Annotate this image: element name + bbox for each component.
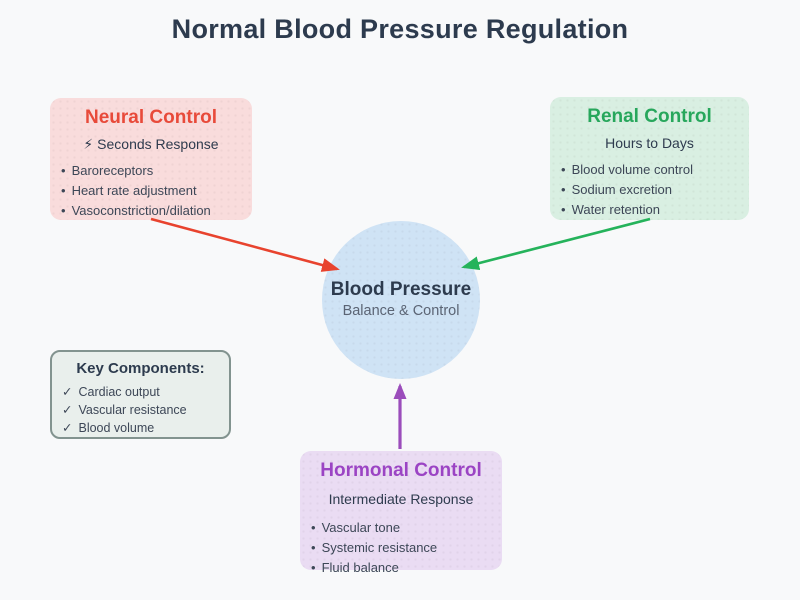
renal-control-box: Renal Control Hours to Days • Blood volum… xyxy=(550,97,749,220)
neural-control-title: Neural Control xyxy=(85,107,217,128)
list-item: • Vascular tone xyxy=(311,518,496,538)
renal-item-list: •Blood volume control •Sodium excretion … xyxy=(550,160,749,220)
list-item: • Fluid balance xyxy=(311,558,496,578)
list-item-text: Cardiac output xyxy=(78,385,160,399)
bullet-icon: • xyxy=(311,520,316,535)
list-item-text: Baroreceptors xyxy=(71,163,154,178)
bullet-icon: • xyxy=(561,162,566,177)
neural-arrow xyxy=(150,217,340,272)
list-item: ✓ Vascular resistance xyxy=(62,401,229,419)
lightning-icon: ⚡ xyxy=(83,136,94,152)
page-title: Normal Blood Pressure Regulation xyxy=(171,14,629,44)
list-item: • Blood volume control xyxy=(561,160,743,180)
list-item: • Baroreceptors xyxy=(61,161,246,181)
list-item-text: Vascular resistance xyxy=(78,403,187,417)
list-item: ✓ Blood volume xyxy=(62,419,229,437)
bullet-icon: • xyxy=(311,540,316,555)
list-item-text: Fluid balance xyxy=(321,560,399,575)
bullet-icon: • xyxy=(311,560,316,575)
check-icon: ✓ xyxy=(62,385,73,399)
key-components-box: Key Components: ✓ Cardiac output ✓ Vascula… xyxy=(50,350,231,439)
list-item-text: Vasoconstriction/dilation xyxy=(71,203,211,218)
renal-control-subtitle: Hours to Days xyxy=(605,135,694,151)
list-item-text: Water retention xyxy=(571,202,660,217)
check-icon: ✓ xyxy=(62,421,73,435)
neural-item-list: • Baroreceptors • Heart rate adjustment • V… xyxy=(50,161,252,221)
list-item-text: Blood volume control xyxy=(571,162,693,177)
key-components-list: ✓ Cardiac output ✓ Vascular resistance ✓ Bl… xyxy=(52,383,229,437)
blood-pressure-title: Blood Pressure xyxy=(330,279,472,300)
list-item: • Systemic resistance xyxy=(311,538,496,558)
list-item-text: Vascular tone xyxy=(321,520,401,535)
key-components-title: Key Components: xyxy=(76,360,205,377)
neural-control-subtitle: ⚡ Seconds Response xyxy=(50,135,252,153)
check-icon: ✓ xyxy=(62,403,73,417)
bullet-icon: • xyxy=(61,203,66,218)
hormonal-control-title: Hormonal Control xyxy=(320,460,482,481)
list-item: • Vasoconstriction/dilation xyxy=(61,201,246,221)
list-item-text: Sodium excretion xyxy=(571,182,673,197)
list-item-text: Heart rate adjustment xyxy=(71,183,197,198)
hormonal-item-list: • Vascular tone • Systemic resistance • Flu… xyxy=(300,518,502,578)
bullet-icon: • xyxy=(61,183,66,198)
list-item: ✓ Cardiac output xyxy=(62,383,229,401)
list-item: • Heart rate adjustment xyxy=(61,181,246,201)
hormonal-control-box: Hormonal Control Intermediate Response •… xyxy=(300,451,502,575)
neural-control-box: Neural Control ⚡ Seconds Response • Baror… xyxy=(50,98,252,220)
list-item-text: Blood volume xyxy=(78,421,155,435)
list-item: • Water retention xyxy=(561,200,743,220)
bullet-icon: • xyxy=(561,202,566,217)
renal-arrow xyxy=(461,217,651,271)
neural-subtitle-text: Seconds Response xyxy=(97,136,219,152)
list-item: • Sodium excretion xyxy=(561,180,743,200)
blood-pressure-subtitle: Balance & Control xyxy=(342,303,460,319)
bullet-icon: • xyxy=(561,182,566,197)
blood-pressure-node: Blood Pressure Balance & Control xyxy=(322,221,480,379)
renal-control-title: Renal Control xyxy=(587,106,712,127)
hormonal-control-subtitle: Intermediate Response xyxy=(328,491,474,507)
bullet-icon: • xyxy=(61,163,66,178)
list-item-text: Systemic resistance xyxy=(321,540,438,555)
